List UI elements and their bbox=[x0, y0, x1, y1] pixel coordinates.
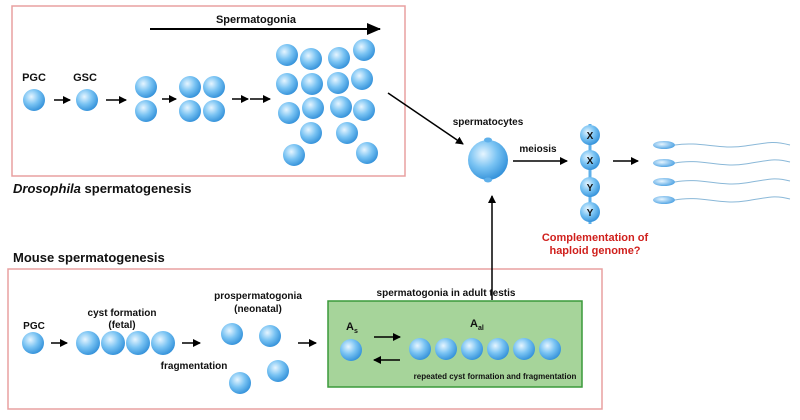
spermatid-y-1 bbox=[580, 177, 600, 197]
drosophila-arrows bbox=[54, 95, 271, 104]
mouse-pgc-cell bbox=[22, 332, 44, 354]
spermatogonia-16cell bbox=[301, 73, 323, 95]
mouse-title: Mouse spermatogenesis bbox=[13, 250, 165, 265]
sperm-cell bbox=[653, 178, 791, 186]
sperm-cell bbox=[653, 159, 791, 167]
adult-caption: repeated cyst formation and fragmentatio… bbox=[414, 372, 577, 381]
mouse-box bbox=[7, 268, 603, 410]
spermatogonia-16cell bbox=[278, 102, 300, 124]
drosophila-to-spermatocyte-arrow bbox=[387, 92, 464, 145]
spermatogonia-4cell bbox=[203, 76, 225, 98]
spermatid-y-2 bbox=[580, 202, 600, 222]
mouse-pgc-label: PGC bbox=[23, 321, 45, 332]
spermatogonia-16cell bbox=[300, 122, 322, 144]
spermatogonia-4cell bbox=[179, 100, 201, 122]
spermatogonia-16cell bbox=[276, 44, 298, 66]
aal-label: Aal bbox=[470, 318, 484, 332]
drosophila-pgc-label: PGC bbox=[22, 72, 46, 84]
sperm-cells bbox=[653, 141, 791, 204]
spermatogonia-16cell bbox=[283, 144, 305, 166]
prospermatogonia-cells bbox=[221, 323, 289, 394]
complementation-question-line2: haploid genome? bbox=[549, 245, 640, 257]
chromosome-label: Y bbox=[587, 208, 594, 219]
spermatogonia-2cell bbox=[135, 76, 157, 98]
spermatogonia-4cell bbox=[179, 76, 201, 98]
drosophila-title: Drosophila spermatogenesis bbox=[13, 181, 191, 196]
spermatogonia-16cell bbox=[356, 142, 378, 164]
spermatogonia-16cell bbox=[330, 96, 352, 118]
spermatid-x-1 bbox=[580, 125, 600, 145]
spermatogonia-4cell bbox=[203, 100, 225, 122]
spermatogonia-16cell bbox=[353, 39, 375, 61]
cyst-cells bbox=[76, 331, 175, 355]
adult-testis-title: spermatogonia in adult testis bbox=[377, 288, 516, 299]
prospermatogonia-label: prospermatogonia bbox=[214, 291, 302, 302]
spermatogonia-16cell bbox=[300, 48, 322, 70]
spermatogonia-16cell bbox=[351, 68, 373, 90]
chromosome-label: X bbox=[587, 131, 594, 142]
sperm-cell bbox=[653, 141, 791, 149]
fragmentation-label: fragmentation bbox=[161, 361, 228, 372]
spermatogonia-label: Spermatogonia bbox=[216, 14, 297, 26]
drosophila-gsc-label: GSC bbox=[73, 72, 97, 84]
cyst-formation-sublabel: (fetal) bbox=[108, 320, 135, 331]
meiosis-label: meiosis bbox=[519, 144, 557, 155]
aal-cells bbox=[409, 338, 561, 360]
chromosome-label: Y bbox=[587, 183, 594, 194]
spermatogonia-16cell bbox=[276, 73, 298, 95]
prospermatogonia-sublabel: (neonatal) bbox=[234, 304, 282, 315]
spermatogonia-16cell bbox=[302, 97, 324, 119]
spermatogonia-16cell bbox=[336, 122, 358, 144]
sperm-cell bbox=[653, 196, 791, 204]
drosophila-cells bbox=[23, 39, 378, 166]
spermatogonia-2cell bbox=[135, 100, 157, 122]
as-cell bbox=[340, 339, 362, 361]
spermatogonia-16cell bbox=[328, 47, 350, 69]
complementation-question-line1: Complementation of bbox=[542, 232, 649, 244]
spermatogonia-16cell bbox=[327, 72, 349, 94]
cyst-formation-label: cyst formation bbox=[88, 308, 157, 319]
as-label: As bbox=[346, 321, 358, 335]
gsc-cell bbox=[76, 89, 98, 111]
haploid-spermatids: X X Y Y bbox=[580, 124, 600, 224]
drosophila-box bbox=[11, 5, 406, 177]
pgc-cell bbox=[23, 89, 45, 111]
spermatogonia-16cell bbox=[353, 99, 375, 121]
spermatocytes-label: spermatocytes bbox=[453, 117, 524, 128]
spermatid-x-2 bbox=[580, 150, 600, 170]
spermatocyte-cell bbox=[468, 137, 508, 183]
chromosome-label: X bbox=[587, 156, 594, 167]
